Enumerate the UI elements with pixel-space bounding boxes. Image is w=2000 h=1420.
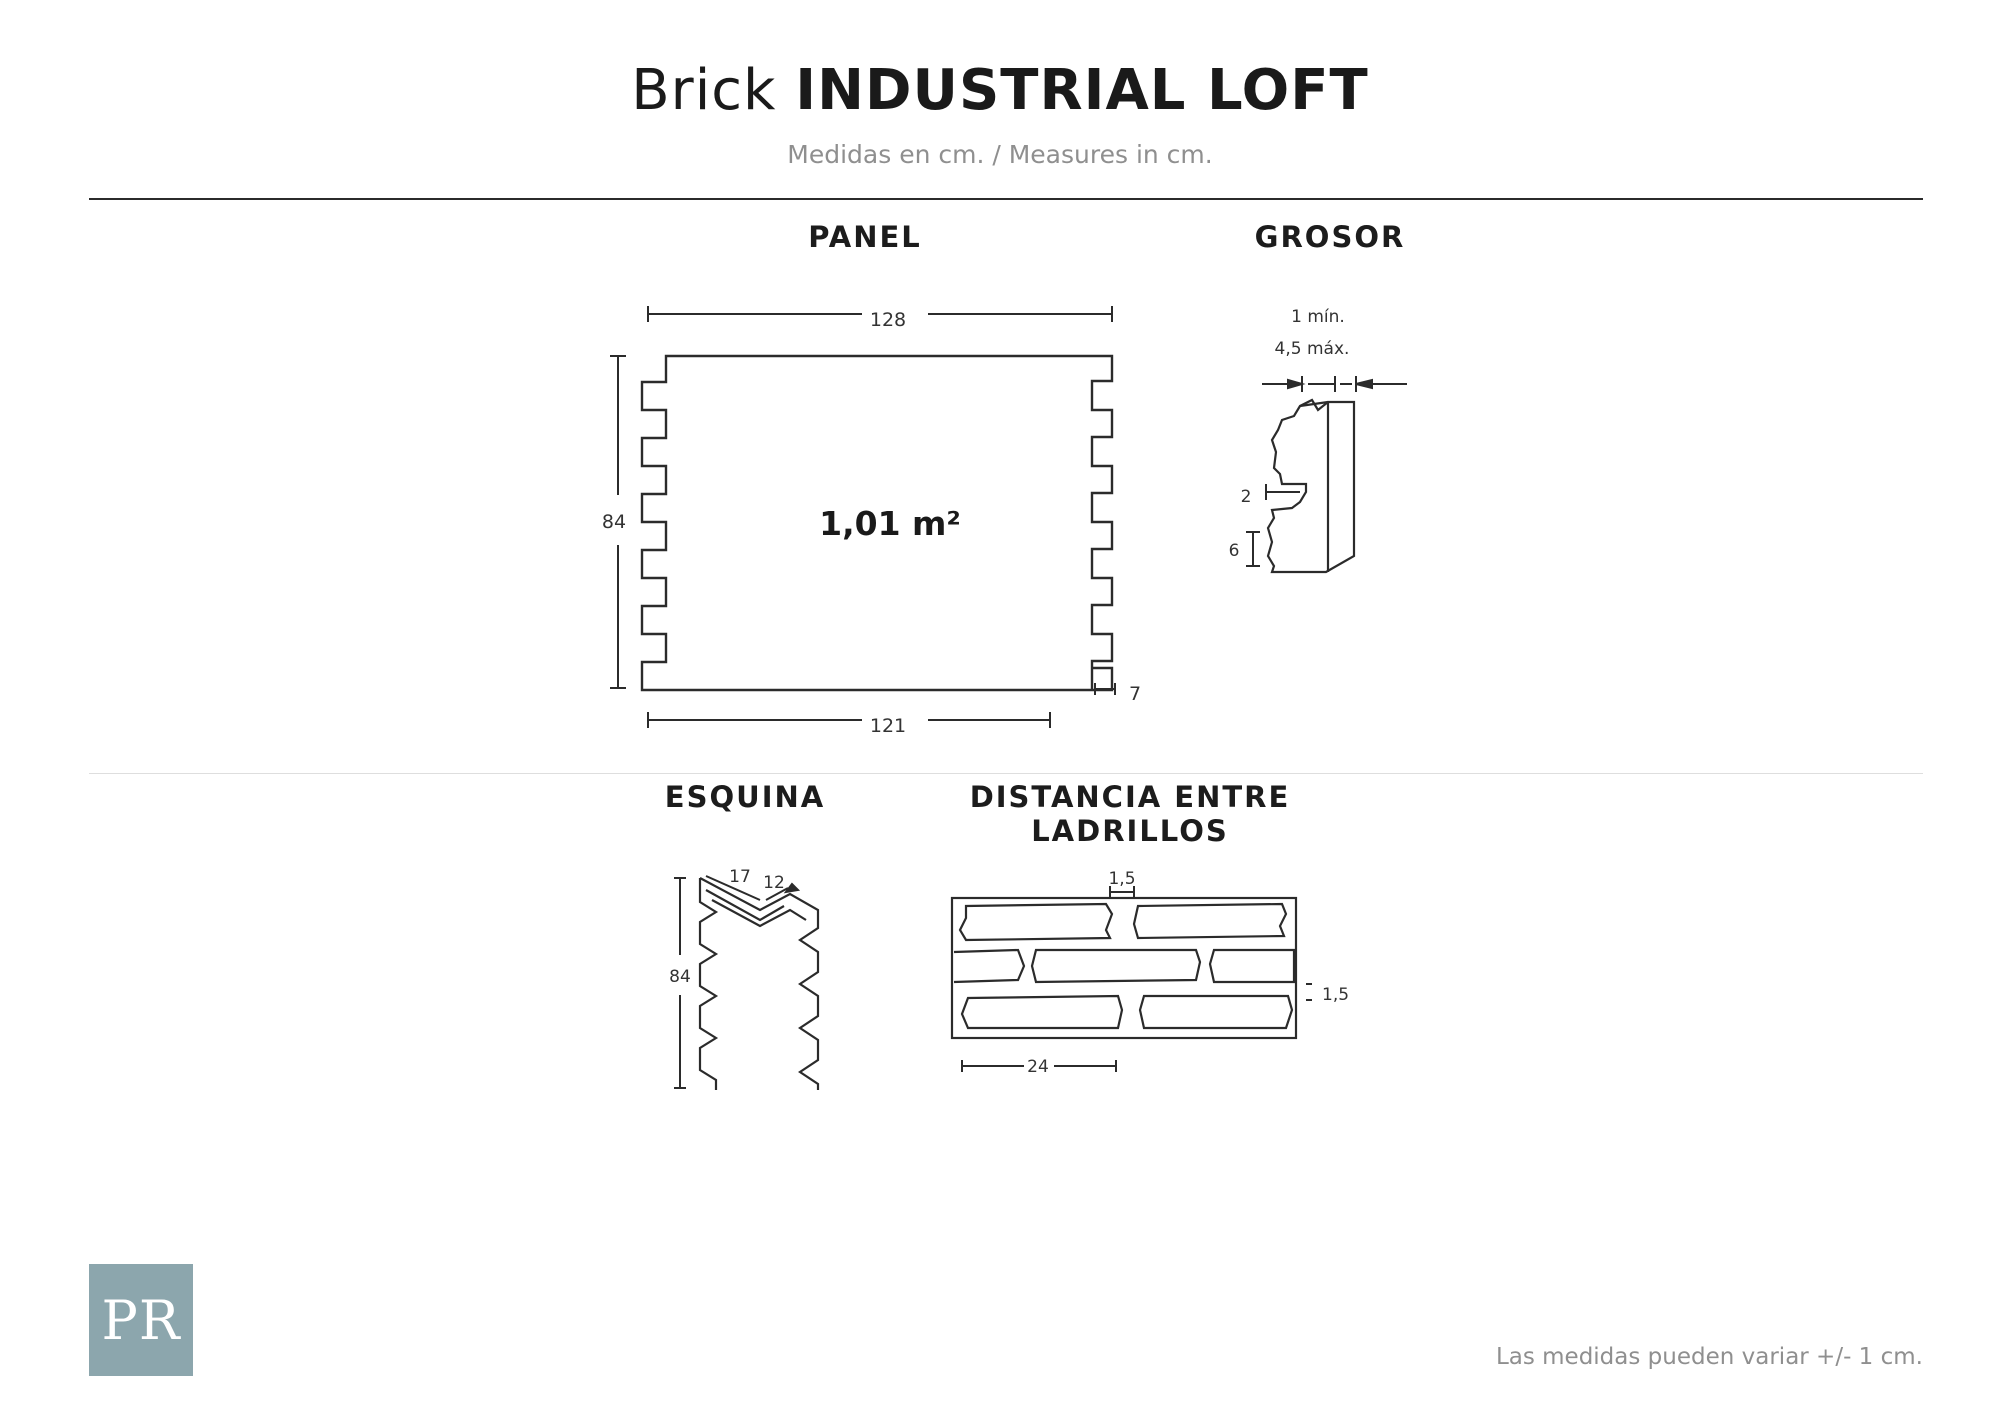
panel-width-top: 128 (870, 309, 906, 331)
panel-height: 84 (602, 511, 626, 533)
distancia-drawing (950, 896, 1298, 1040)
panel-tongue: 7 (1129, 683, 1141, 705)
brick-length: 24 (1027, 1057, 1049, 1077)
grosor-step: 6 (1229, 541, 1240, 561)
brick (960, 994, 1124, 1030)
grosor-min: 1 mín. (1291, 307, 1345, 327)
panel-dimensions (610, 306, 1116, 728)
distancia-dimensions (961, 886, 1312, 1072)
gap-horizontal: 1,5 (1322, 985, 1349, 1005)
grosor-groove: 2 (1241, 487, 1252, 507)
section-divider (89, 773, 1923, 774)
panel-width-bottom: 121 (870, 715, 906, 737)
esquina-drawing (698, 877, 820, 1090)
brick (1132, 902, 1288, 940)
grosor-profile (1266, 398, 1356, 574)
brick (1208, 948, 1296, 984)
brand-logo: PR (89, 1264, 193, 1376)
brick (1030, 948, 1202, 984)
grosor-section-title: GROSOR (1254, 220, 1406, 254)
esquina-outline (699, 877, 820, 1090)
distancia-section-title: DISTANCIA ENTRE LADRILLOS (969, 780, 1291, 848)
title-bold: INDUSTRIAL LOFT (795, 58, 1369, 123)
brick (1138, 994, 1294, 1030)
esquina-side-a: 17 (729, 867, 751, 887)
page-title: Brick INDUSTRIAL LOFT (0, 58, 2000, 123)
footnote: Las medidas pueden variar +/- 1 cm. (1495, 1344, 1923, 1370)
subtitle: Medidas en cm. / Measures in cm. (787, 140, 1213, 169)
panel-section-title: PANEL (808, 220, 922, 254)
gap-vertical: 1,5 (1108, 869, 1135, 889)
esquina-section-title: ESQUINA (664, 780, 826, 814)
brick (958, 902, 1114, 942)
grosor-drawing (1266, 398, 1356, 574)
brick (953, 948, 1026, 984)
panel-outline (640, 354, 1114, 692)
header-divider (89, 198, 1923, 200)
esquina-side-b: 12 (763, 873, 785, 893)
title-light: Brick (631, 58, 777, 123)
brick-frame (950, 896, 1298, 1040)
esquina-dimensions (674, 875, 801, 1089)
panel-area: 1,01 m² (819, 504, 961, 543)
panel-drawing (640, 354, 1114, 692)
grosor-dimensions (1246, 376, 1407, 567)
grosor-max: 4,5 máx. (1275, 339, 1350, 359)
esquina-height: 84 (669, 967, 691, 987)
